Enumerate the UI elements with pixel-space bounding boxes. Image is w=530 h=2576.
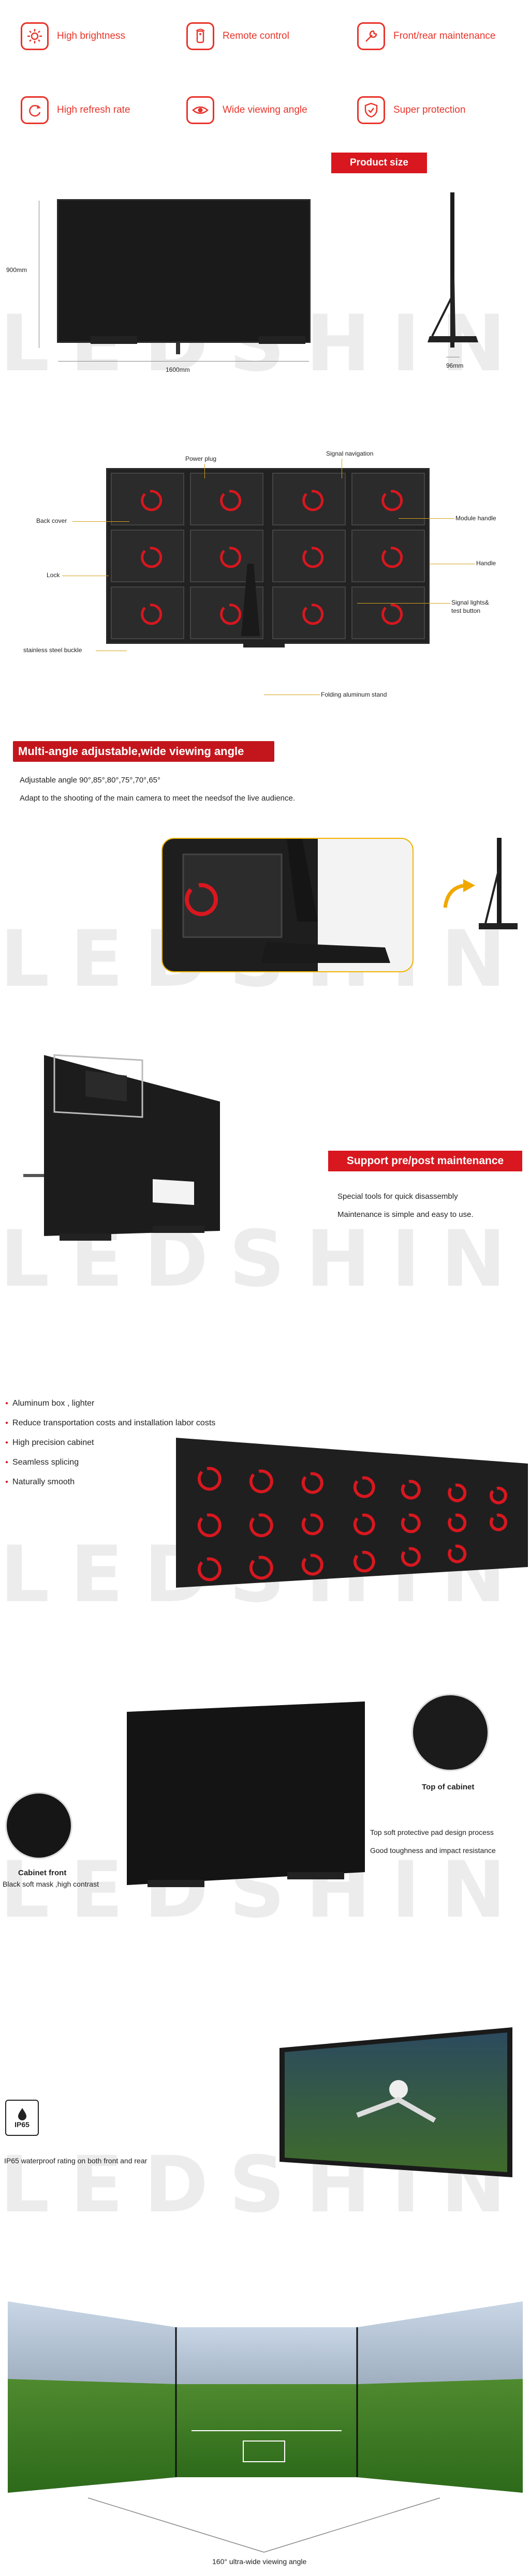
stand-right: [259, 336, 305, 344]
feature-label: Front/rear maintenance: [393, 31, 496, 41]
maintenance-line-1: Special tools for quick disassembly: [337, 1192, 458, 1201]
label-power-plug: Power plug: [185, 455, 217, 462]
label-signal-lights: Signal lights&: [451, 599, 489, 606]
label-signal-navigation: Signal navigation: [326, 450, 374, 457]
top-line-1: Top soft protective pad design process: [370, 1828, 494, 1836]
benefit-item: High precision cabinet: [5, 1438, 94, 1448]
feature-label: Wide viewing angle: [223, 104, 307, 115]
benefit-item: Aluminum box , lighter: [5, 1399, 94, 1408]
eye-icon: [186, 96, 214, 124]
top-of-cabinet-title: Top of cabinet: [422, 1783, 475, 1791]
angle-line-1: Adjustable angle 90°,85°,80°,75°,70°,65°: [20, 776, 161, 785]
module-grid: [111, 473, 425, 639]
refresh-icon: [21, 96, 49, 124]
width-dimension: 1600mm: [166, 366, 190, 373]
leader-line: [72, 521, 129, 522]
feature-wide-viewing: Wide viewing angle: [186, 95, 307, 126]
water-drop-icon: [18, 2108, 26, 2120]
ip65-label: IP65: [14, 2120, 30, 2129]
leader-line: [204, 464, 205, 478]
waterproof-text: IP65 waterproof rating on both front and…: [4, 2157, 148, 2165]
maintenance-section-title: Support pre/post maintenance: [328, 1151, 522, 1171]
ip65-badge: IP65: [5, 2100, 39, 2136]
maintenance-icon: [357, 22, 385, 50]
label-handle: Handle: [476, 560, 496, 567]
feature-maintenance: Front/rear maintenance: [357, 21, 496, 52]
waterproof-cabinet: [279, 2027, 512, 2177]
cabinet-front-line-1: Black soft mask ,high contrast: [3, 1880, 99, 1888]
depth-dimension: 96mm: [446, 362, 464, 369]
arrow-icon: [443, 879, 475, 908]
cabinet-side-view: [450, 192, 454, 348]
label-lock: Lock: [47, 571, 60, 579]
feature-label: High brightness: [57, 31, 126, 41]
maintenance-cabinet: [23, 1040, 225, 1244]
shield-icon: [357, 96, 385, 124]
benefit-item: Reduce transportation costs and installa…: [5, 1419, 215, 1428]
angle-section-title: Multi-angle adjustable,wide viewing angl…: [13, 741, 274, 762]
spliced-cabinets: [176, 1438, 528, 1588]
feature-label: Super protection: [393, 104, 466, 115]
cabinet-front-view: [57, 199, 311, 343]
feature-label: Remote control: [223, 31, 289, 41]
parts-stand-base: [243, 641, 285, 647]
stand-center: [176, 343, 180, 354]
feature-super-protection: Super protection: [357, 95, 465, 126]
label-folding-stand: Folding aluminum stand: [321, 691, 387, 698]
feature-label: High refresh rate: [57, 104, 130, 115]
angle-closeup-frame: [161, 838, 414, 972]
leader-line: [399, 518, 454, 519]
feature-high-refresh: High refresh rate: [21, 95, 130, 126]
label-test-button: test button: [451, 607, 481, 614]
product-size-title: Product size: [331, 153, 427, 173]
viewing-angle-text: 160° ultra-wide viewing angle: [212, 2557, 307, 2566]
cabinet-front-circle: [5, 1792, 72, 1859]
sun-icon: [21, 22, 49, 50]
feature-high-brightness: High brightness: [21, 21, 125, 52]
side-stand: [428, 279, 478, 342]
remote-control-icon: [186, 22, 214, 50]
viewing-angle-arc: [87, 2497, 440, 2553]
maintenance-line-2: Maintenance is simple and easy to use.: [337, 1210, 474, 1219]
top-line-2: Good toughness and impact resistance: [370, 1846, 496, 1855]
benefit-item: Naturally smooth: [5, 1478, 75, 1487]
cabinet-front-angled: [127, 1701, 365, 1887]
cabinet-front-title: Cabinet front: [18, 1869, 67, 1877]
angle-line-2: Adapt to the shooting of the main camera…: [20, 794, 296, 803]
label-stainless-buckle: stainless steel buckle: [23, 646, 82, 654]
label-module-handle: Module handle: [455, 515, 496, 522]
top-of-cabinet-circle: [411, 1694, 489, 1771]
leader-line: [357, 603, 450, 604]
stand-left: [91, 336, 137, 344]
viewing-panorama: [8, 2301, 523, 2493]
label-back-cover: Back cover: [36, 517, 67, 524]
angle-side-view: [479, 838, 518, 929]
height-dimension: 900mm: [6, 266, 27, 274]
feature-remote-control: Remote control: [186, 21, 289, 52]
benefit-item: Seamless splicing: [5, 1458, 79, 1467]
